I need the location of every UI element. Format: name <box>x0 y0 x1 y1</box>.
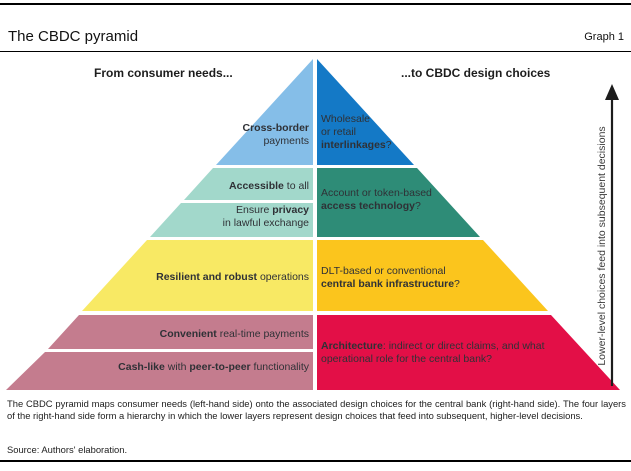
layer4-left-row1-shape <box>48 315 313 349</box>
layer3-left-shape <box>82 240 313 311</box>
figure-caption: The CBDC pyramid maps consumer needs (le… <box>7 398 626 421</box>
layer1-right-shape <box>317 59 414 165</box>
layer2-right-shape <box>317 168 480 237</box>
source-note: Source: Authors' elaboration. <box>7 444 128 455</box>
layer4-right-label: Architecture: indirect or direct claims,… <box>321 340 545 365</box>
layer3-right-shape <box>317 240 548 311</box>
layer4-left-row1-label: Convenient real-time payments <box>159 328 309 340</box>
layer2-right-label: Account or token-based access technology… <box>321 187 432 212</box>
arrow-side-note: Lower-level choices feed into subsequent… <box>596 126 608 366</box>
consumer-needs-column-label: From consumer needs... <box>94 66 233 80</box>
title-divider-rule <box>0 51 631 52</box>
layer3-left-label: Resilient and robust operations <box>156 271 309 283</box>
layer1-left-label: Cross-border payments <box>242 122 309 147</box>
figure-title: The CBDC pyramid <box>8 28 139 45</box>
design-choices-column-label: ...to CBDC design choices <box>401 66 551 80</box>
layer4-left-row2-label: Cash-like with peer-to-peer functionalit… <box>118 361 309 373</box>
layer2-left-row2-shape <box>150 203 313 237</box>
layer2-left-row2-label: Ensure privacy in lawful exchange <box>222 204 309 229</box>
layer2-left-row1-shape <box>184 168 313 200</box>
layer3-right-label: DLT-based or conventional central bank i… <box>321 265 460 290</box>
upward-arrow-head-icon <box>605 84 619 100</box>
graph-number-label: Graph 1 <box>584 31 624 43</box>
layer4-left-row2-shape <box>6 352 313 390</box>
bottom-rule <box>0 460 631 462</box>
top-rule <box>0 3 631 5</box>
layer2-left-row1-label: Accessible to all <box>229 180 309 192</box>
layer1-right-label: Wholesale or retail interlinkages? <box>321 113 392 151</box>
layer4-right-shape <box>317 315 620 390</box>
layer1-left-shape <box>216 59 313 165</box>
